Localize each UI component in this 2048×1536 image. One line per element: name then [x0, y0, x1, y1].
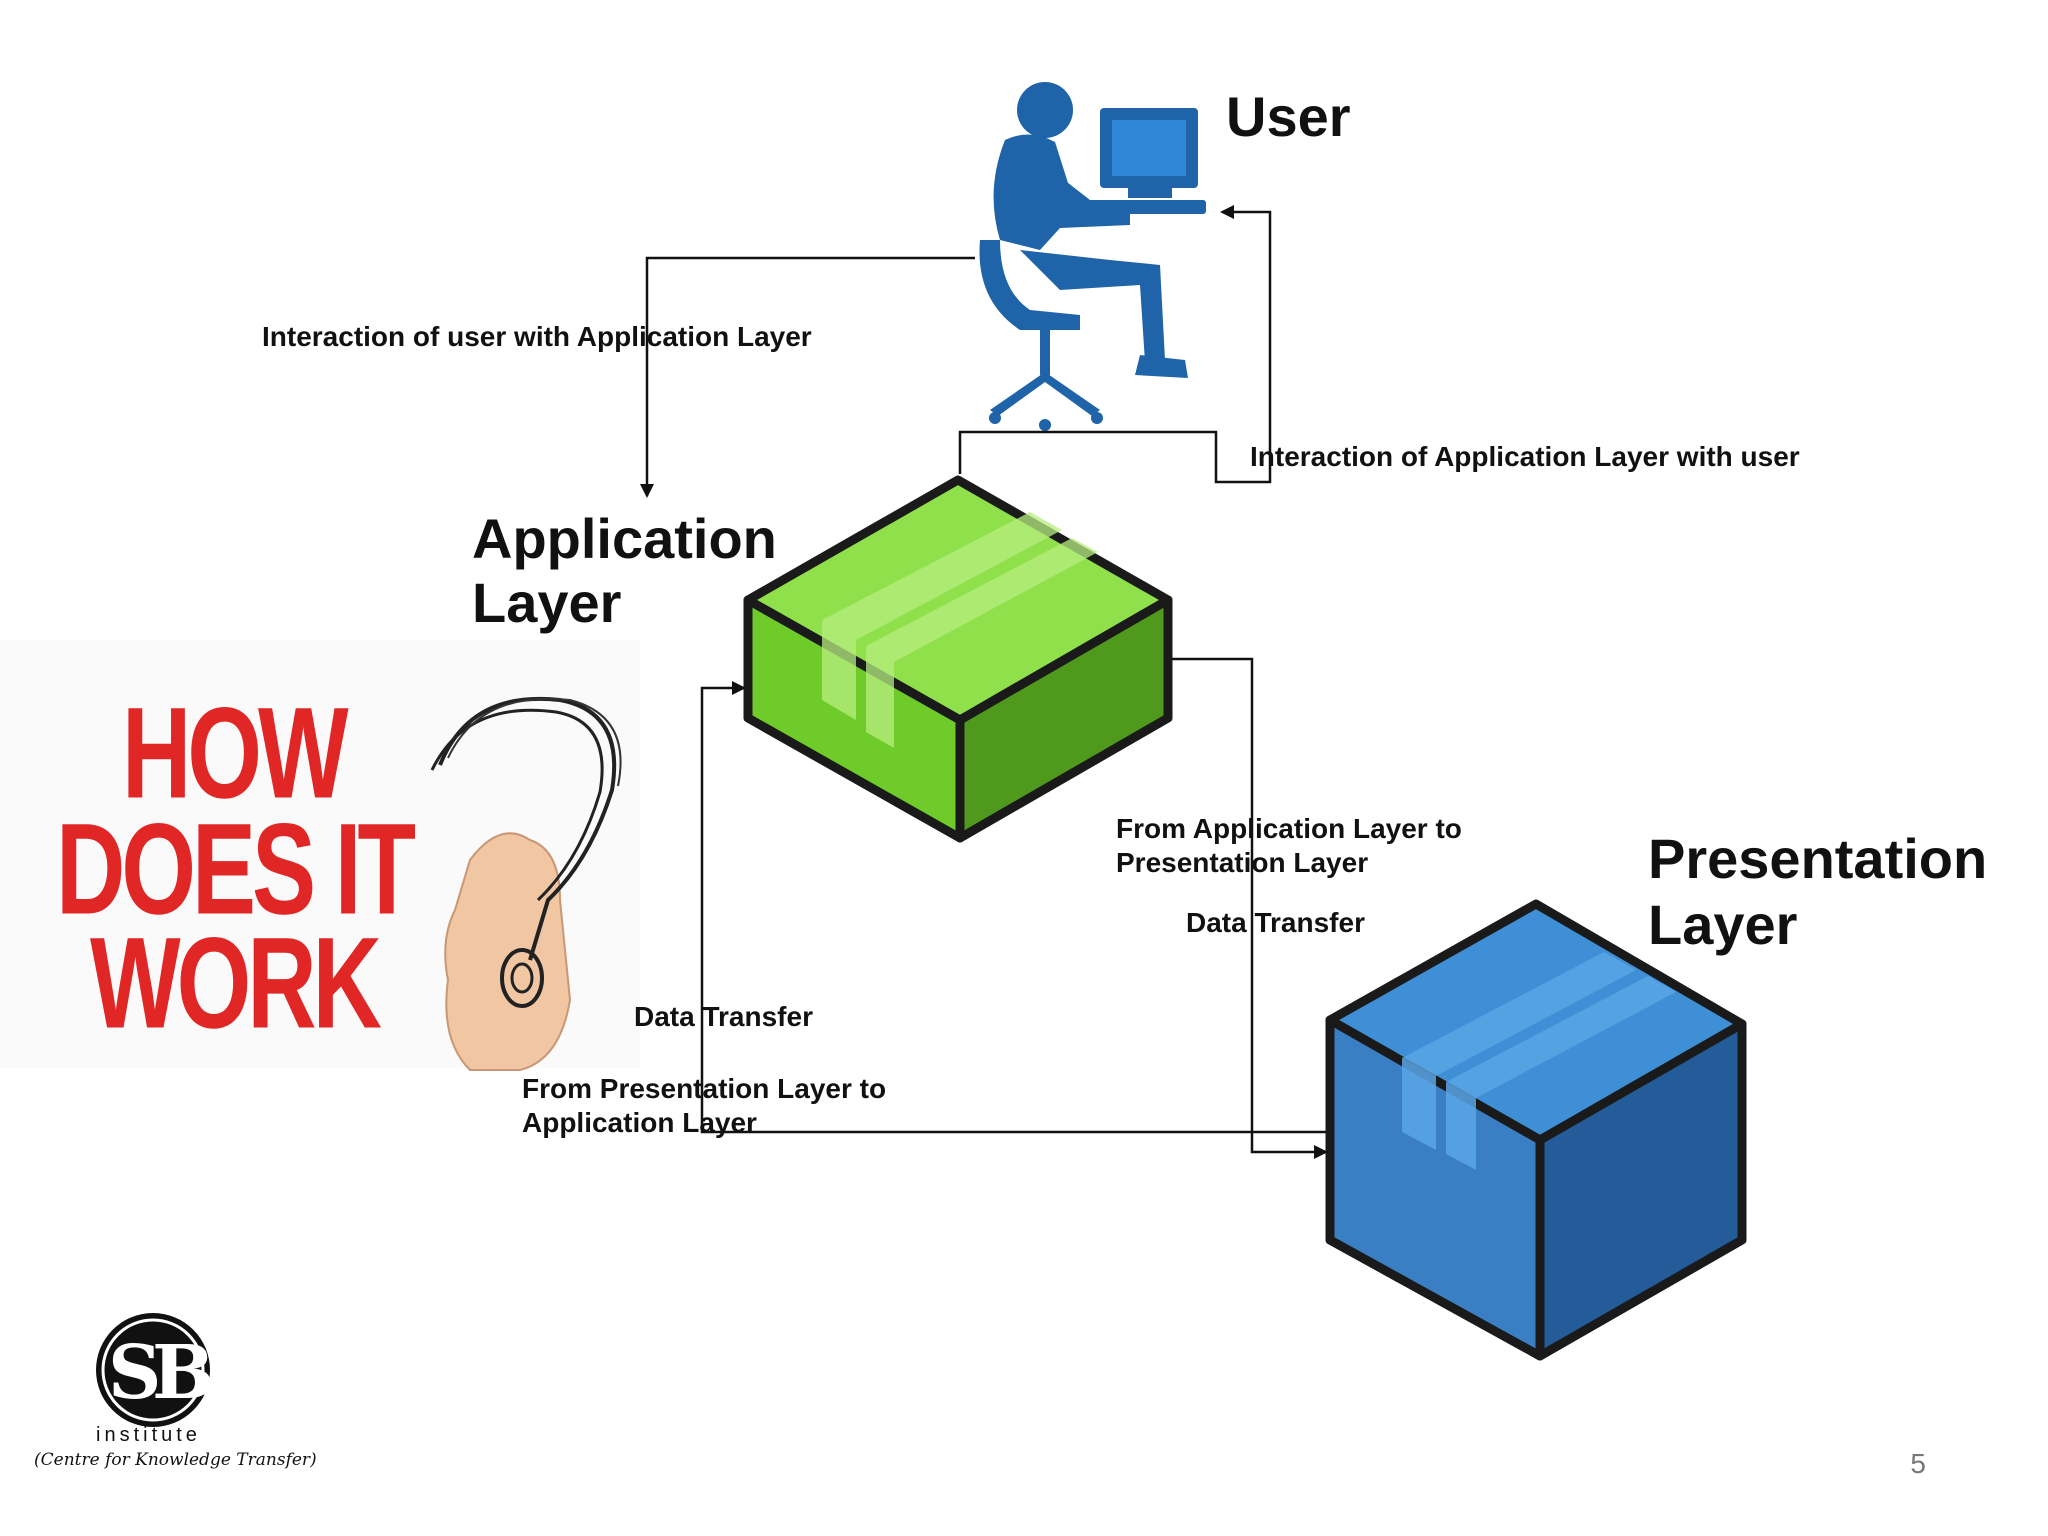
edge-user-to-application [640, 256, 975, 498]
svg-text:S: S [108, 1330, 161, 1416]
presentation-cube-tape [1402, 952, 1676, 1170]
edge-app-to-pres-label-line2: Presentation Layer [1116, 847, 1369, 878]
sb-logo: S B [96, 1313, 215, 1427]
svg-text:B: B [152, 1330, 215, 1416]
presentation-layer-label-line2: Layer [1648, 893, 1798, 956]
edge-presentation-to-application [700, 681, 1326, 1134]
logo-name: institute [96, 1424, 201, 1446]
edge-application-to-presentation [1172, 657, 1328, 1159]
edge-application-to-user [958, 205, 1272, 484]
edge-app-to-pres-label-line1: From Application Layer to [1116, 813, 1462, 844]
presentation-layer-cube [1325, 899, 1747, 1361]
how-line-3: WORK [90, 911, 382, 1056]
edge-pres-to-app-label-line2: Application Layer [522, 1107, 757, 1138]
how-line-2: DOES IT [56, 797, 416, 942]
user-label: User [1226, 85, 1351, 148]
question-mark-hand-icon [430, 696, 622, 1071]
logo-tagline: (Centre for Knowledge Transfer) [34, 1450, 317, 1470]
application-layer-label-line1: Application [472, 507, 777, 570]
edge-user-to-app-label: Interaction of user with Application Lay… [262, 321, 812, 352]
application-layer-cube [743, 475, 1173, 843]
application-cube-tape [822, 512, 1098, 748]
edge-pres-to-app-kind-label: Data Transfer [634, 1001, 813, 1032]
how-line-1: HOW [122, 681, 349, 826]
application-layer-label-line2: Layer [472, 571, 622, 634]
edge-app-to-pres-kind-label: Data Transfer [1186, 907, 1365, 938]
user-icon [979, 82, 1206, 431]
presentation-layer-label-line1: Presentation [1648, 827, 1988, 890]
edge-pres-to-app-label-line1: From Presentation Layer to [522, 1073, 887, 1104]
edge-app-to-user-label: Interaction of Application Layer with us… [1250, 441, 1800, 472]
page-number: 5 [1910, 1448, 1926, 1479]
